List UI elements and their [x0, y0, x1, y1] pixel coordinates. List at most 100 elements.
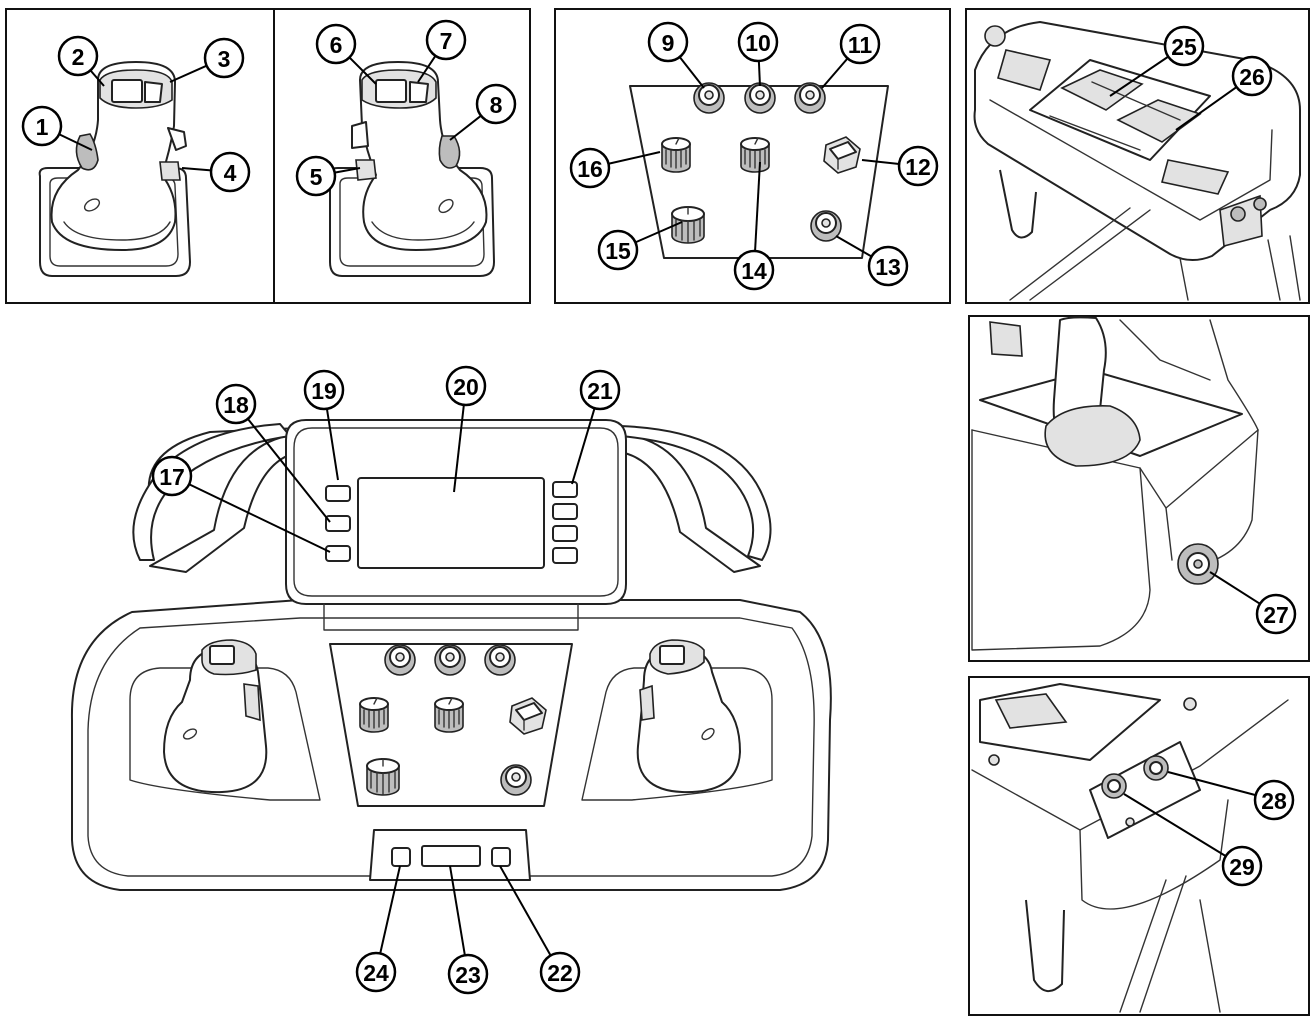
callout-18: 18 — [215, 383, 257, 425]
leader-line-29 — [1123, 793, 1227, 857]
leader-line-20 — [453, 404, 465, 493]
leader-line-9 — [678, 56, 705, 89]
callout-number: 24 — [363, 960, 389, 986]
callout-number: 11 — [848, 32, 873, 58]
callout-28: 28 — [1253, 779, 1295, 821]
leader-line-4 — [181, 167, 212, 172]
leader-line-22 — [499, 865, 552, 956]
leader-line-21 — [571, 407, 596, 485]
callout-20: 20 — [445, 365, 487, 407]
callout-circle — [215, 383, 257, 425]
callout-number: 20 — [453, 374, 479, 400]
callout-4: 4 — [209, 151, 251, 193]
left-joystick-panel — [5, 8, 275, 304]
callout-circle — [303, 369, 345, 411]
callout-number: 17 — [159, 464, 185, 490]
callout-number: 18 — [223, 392, 249, 418]
callout-circle — [1221, 845, 1263, 887]
callout-circle — [425, 19, 467, 61]
callout-number: 2 — [72, 44, 85, 70]
callout-circle — [539, 951, 581, 993]
callout-number: 8 — [490, 92, 503, 118]
callout-14: 14 — [733, 249, 775, 291]
callout-6: 6 — [315, 23, 357, 65]
leader-line-28 — [1167, 771, 1256, 797]
callout-number: 21 — [587, 378, 613, 404]
leader-line-26 — [1175, 86, 1238, 131]
callout-circle — [209, 151, 251, 193]
callout-number: 7 — [440, 28, 453, 54]
callout-number: 1 — [36, 114, 49, 140]
right-joystick-panel — [273, 8, 531, 304]
callout-number: 13 — [875, 254, 901, 280]
callout-15: 15 — [597, 229, 639, 271]
callout-number: 23 — [455, 962, 481, 988]
leader-line-8 — [449, 114, 482, 141]
callout-number: 3 — [218, 46, 231, 72]
rear-connectors-panel — [968, 676, 1310, 1016]
callout-7: 7 — [425, 19, 467, 61]
leader-line-17 — [188, 483, 331, 553]
leader-line-10 — [757, 60, 761, 87]
leader-line-23 — [449, 865, 466, 956]
callout-19: 19 — [303, 369, 345, 411]
leader-line-18 — [247, 418, 331, 523]
callout-circle — [597, 229, 639, 271]
callout-21: 21 — [579, 369, 621, 411]
callout-11: 11 — [839, 23, 881, 65]
callout-circle — [203, 37, 245, 79]
callout-3: 3 — [203, 37, 245, 79]
leader-line-14 — [754, 161, 761, 252]
callout-number: 29 — [1229, 854, 1255, 880]
callout-number: 6 — [330, 32, 343, 58]
callout-circle — [647, 21, 689, 63]
leader-line-1 — [58, 133, 93, 151]
callout-circle — [475, 83, 517, 125]
main-console — [70, 419, 832, 891]
callout-circle — [1253, 779, 1295, 821]
leader-line-2 — [89, 69, 105, 87]
leader-line-27 — [1209, 571, 1261, 605]
leader-line-6 — [348, 56, 377, 85]
callout-circle — [733, 249, 775, 291]
callout-16: 16 — [569, 147, 611, 189]
callout-leader-lines — [58, 55, 1261, 956]
side-connector-panel — [968, 315, 1310, 662]
battery-compartment-panel — [965, 8, 1310, 304]
callout-23: 23 — [447, 953, 489, 995]
leader-line-11 — [821, 57, 849, 89]
leader-line-12 — [861, 159, 900, 165]
leader-line-25 — [1109, 55, 1169, 97]
leader-line-16 — [608, 151, 661, 165]
callout-number: 25 — [1171, 34, 1197, 60]
callout-number: 16 — [577, 156, 603, 182]
callout-circle — [151, 455, 193, 497]
callout-circle — [579, 369, 621, 411]
callout-circle — [355, 951, 397, 993]
leader-line-13 — [835, 235, 873, 258]
callout-number: 9 — [662, 30, 675, 56]
leader-line-15 — [635, 221, 683, 244]
callout-26: 26 — [1231, 55, 1273, 97]
callout-circle — [839, 23, 881, 65]
callout-number: 26 — [1239, 64, 1265, 90]
callout-circle — [315, 23, 357, 65]
callout-number: 27 — [1263, 602, 1289, 628]
callout-number: 12 — [905, 154, 931, 180]
callout-24: 24 — [355, 951, 397, 993]
callout-circle — [1163, 25, 1205, 67]
callout-number: 4 — [224, 160, 237, 186]
callout-circle — [569, 147, 611, 189]
callout-number: 15 — [605, 238, 631, 264]
callout-circle — [445, 365, 487, 407]
leader-line-3 — [169, 64, 208, 83]
callout-number: 22 — [547, 960, 573, 986]
callout-10: 10 — [737, 21, 779, 63]
callout-9: 9 — [647, 21, 689, 63]
callout-circle — [1255, 593, 1297, 635]
callout-12: 12 — [897, 145, 939, 187]
callout-number: 10 — [745, 30, 771, 56]
